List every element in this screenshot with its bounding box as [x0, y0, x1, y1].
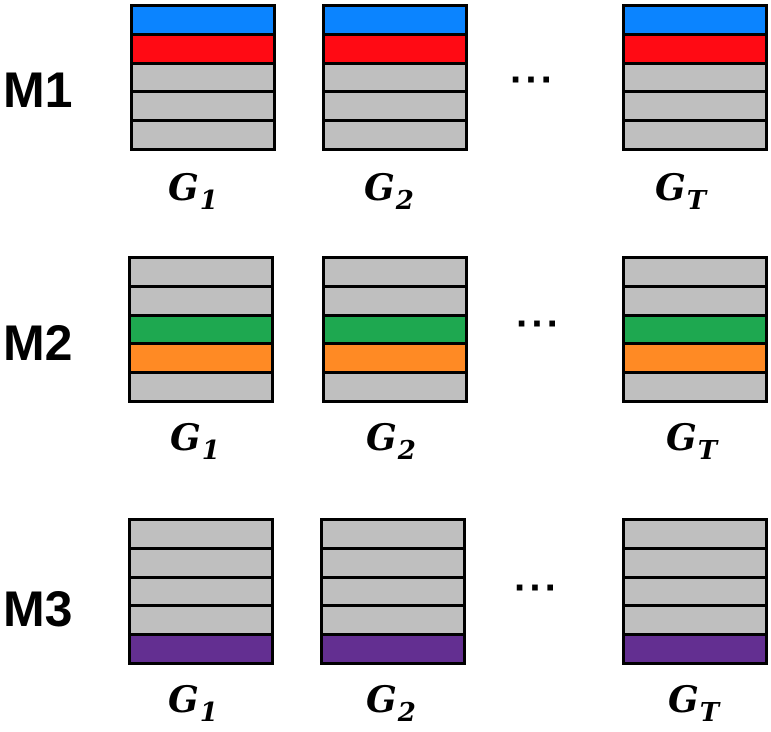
- ellipsis-m2: ···: [516, 302, 562, 346]
- layer-5: [325, 122, 465, 148]
- group-label-base: G: [168, 167, 199, 209]
- layer-5: [625, 636, 765, 662]
- group-label-sub: T: [697, 436, 718, 466]
- row-label-m3: M3: [3, 581, 73, 637]
- layer-2: [625, 287, 765, 314]
- layer-3: [131, 316, 271, 343]
- stack-m2-gt: [622, 256, 768, 403]
- layer-2: [131, 549, 271, 576]
- layer-3: [131, 578, 271, 605]
- layer-2: [325, 287, 465, 314]
- layer-2: [625, 35, 765, 62]
- layer-3: [323, 578, 463, 605]
- layer-2: [325, 35, 465, 62]
- layer-4: [131, 345, 271, 372]
- group-label-sub: 2: [395, 186, 414, 216]
- group-label-sub: T: [686, 186, 707, 216]
- group-label-m1-gt: GT: [655, 170, 706, 214]
- layer-2: [131, 287, 271, 314]
- layer-1: [625, 259, 765, 285]
- layer-3: [133, 64, 273, 91]
- group-label-base: G: [364, 167, 395, 209]
- group-label-m3-g1: G1: [168, 682, 218, 726]
- layer-5: [131, 374, 271, 400]
- group-label-base: G: [666, 417, 697, 459]
- layer-3: [325, 316, 465, 343]
- group-label-base: G: [366, 679, 397, 721]
- layer-4: [325, 345, 465, 372]
- group-label-sub: 2: [397, 436, 416, 466]
- group-label-m2-g1: G1: [170, 420, 220, 464]
- group-label-m2-g2: G2: [366, 420, 416, 464]
- layer-1: [325, 259, 465, 285]
- stack-m2-g2: [322, 256, 468, 403]
- layer-2: [323, 549, 463, 576]
- ellipsis-m1: ···: [510, 58, 556, 102]
- layer-5: [325, 374, 465, 400]
- layer-1: [323, 521, 463, 547]
- stack-m1-g2: [322, 4, 468, 151]
- layer-1: [625, 7, 765, 33]
- layer-1: [133, 7, 273, 33]
- group-label-base: G: [170, 417, 201, 459]
- layer-3: [625, 64, 765, 91]
- layer-5: [625, 374, 765, 400]
- stack-m3-gt: [622, 518, 768, 665]
- group-label-sub: T: [699, 698, 720, 728]
- layer-5: [133, 122, 273, 148]
- group-label-sub: 1: [201, 436, 220, 466]
- layer-4: [323, 607, 463, 634]
- group-label-sub: 1: [199, 186, 218, 216]
- layer-4: [625, 93, 765, 120]
- layer-1: [325, 7, 465, 33]
- layer-2: [133, 35, 273, 62]
- stack-m1-g1: [130, 4, 276, 151]
- stack-m2-g1: [128, 256, 274, 403]
- row-label-m1: M1: [3, 62, 73, 118]
- stack-m1-gt: [622, 4, 768, 151]
- ellipsis-m3: ···: [514, 566, 560, 610]
- stack-m3-g2: [320, 518, 466, 665]
- layer-5: [625, 122, 765, 148]
- layer-4: [325, 93, 465, 120]
- layer-1: [131, 259, 271, 285]
- group-label-m2-gt: GT: [666, 420, 717, 464]
- layer-5: [131, 636, 271, 662]
- group-label-base: G: [655, 167, 686, 209]
- stack-m3-g1: [128, 518, 274, 665]
- group-label-m3-g2: G2: [366, 682, 416, 726]
- group-label-base: G: [168, 679, 199, 721]
- layer-3: [625, 316, 765, 343]
- layer-4: [625, 607, 765, 634]
- group-label-m1-g2: G2: [364, 170, 414, 214]
- layer-2: [625, 549, 765, 576]
- layer-4: [131, 607, 271, 634]
- layer-3: [325, 64, 465, 91]
- layer-3: [625, 578, 765, 605]
- group-label-base: G: [668, 679, 699, 721]
- layer-1: [625, 521, 765, 547]
- group-label-sub: 2: [397, 698, 416, 728]
- layer-5: [323, 636, 463, 662]
- group-label-m1-g1: G1: [168, 170, 218, 214]
- layer-4: [625, 345, 765, 372]
- layer-4: [133, 93, 273, 120]
- group-label-sub: 1: [199, 698, 218, 728]
- group-label-m3-gt: GT: [668, 682, 719, 726]
- group-label-base: G: [366, 417, 397, 459]
- layer-1: [131, 521, 271, 547]
- row-label-m2: M2: [3, 315, 73, 371]
